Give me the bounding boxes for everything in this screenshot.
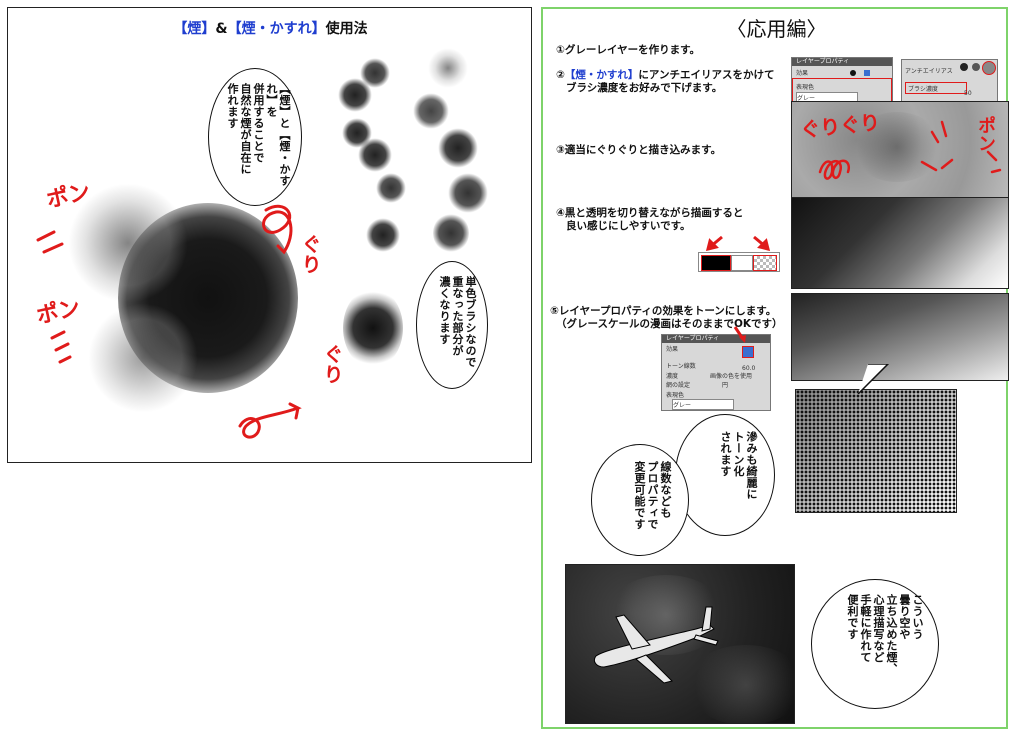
step5-line1: ⑤レイヤープロパティの効果をトーンにします。 — [550, 305, 777, 317]
bubble-tone-line3: されます — [719, 431, 732, 477]
speech-bubble-lines: 線数なども プロパティで 変更可能です — [591, 444, 689, 556]
black-smoke-gradient-image — [791, 197, 1009, 289]
left-panel: 【煙】&【煙・かすれ】使用法 【煙】と【煙・かすれ】を 併用することで 自然な煙… — [7, 7, 532, 463]
dialog1-title: レイヤープロパティ — [792, 58, 892, 66]
dialog3-label1: 効果 — [666, 346, 679, 353]
bubble-lines-line1: 線数なども — [659, 461, 672, 519]
smoke-puff-trail — [338, 48, 498, 258]
tone-property-dialog: レイヤープロパティ 効果 トーン線数 60.0 濃度 画像の色を使用 網の設定 … — [661, 334, 771, 411]
bubble-lines-line2: プロパティで — [646, 461, 659, 530]
cloud-scribble-image: ぐりぐり ポン — [791, 101, 1009, 199]
swatch-arrows — [705, 235, 771, 252]
tone-arrow — [733, 326, 746, 343]
bubble2-line2: 重なった部分が — [451, 276, 464, 357]
tone-effect-icon — [742, 346, 754, 358]
bubble-final-line1: こういう — [911, 594, 924, 640]
speech-bubble-tip-combine: 【煙】と【煙・かすれ】を 併用することで 自然な煙が自在に 作れます — [208, 68, 302, 206]
dialog3-label2: トーン線数 — [666, 363, 696, 370]
white-swatch — [731, 255, 753, 271]
step3-text: ③適当にぐりぐりと描き込みます。 — [556, 144, 722, 156]
dialog1-tone-icon — [864, 70, 870, 76]
bubble2-line1: 単色ブラシなので — [464, 276, 477, 368]
dialog3-value3: 画像の色を使用 — [710, 373, 753, 380]
title-rest: 使用法 — [325, 21, 368, 37]
transparent-swatch — [753, 255, 777, 271]
left-title: 【煙】&【煙・かすれ】使用法 — [8, 18, 533, 38]
airplane-icon — [593, 606, 719, 684]
bubble1-line4: 作れます — [226, 83, 239, 129]
title-amp: & — [215, 21, 228, 37]
step2-text: ②【煙・かすれ】にアンチエイリアスをかけて ブラシ濃度をお好みで下げます。 — [556, 69, 774, 95]
dialog3-label5: 表現色 — [666, 392, 685, 399]
antialias-strong-icon — [982, 61, 996, 75]
red-scribble-marks — [818, 120, 1002, 180]
step2-rest: にアンチエイリアスをかけて — [638, 69, 775, 81]
dialog3-value2: 60.0 — [742, 365, 756, 372]
bubble-final-line3: 立ち込めた煙、 — [885, 594, 898, 675]
step4-line1: ④黒と透明を切り替えながら描画すると — [556, 207, 744, 219]
smoke-before-tone-image — [791, 293, 1009, 381]
airplane-cloudy-sky-image — [565, 564, 795, 724]
sfx-guri-2: ぐり — [320, 344, 344, 384]
step2-keyword: 【煙・かすれ】 — [564, 69, 639, 81]
step4-line2: 良い感じにしやすいです。 — [566, 220, 691, 232]
step4-text: ④黒と透明を切り替えながら描画すると 良い感じにしやすいです。 — [556, 207, 743, 233]
antialias-none-icon — [960, 63, 968, 71]
bubble1-line3: 自然な煙が自在に — [239, 83, 252, 175]
step5-line2: （グレースケールの漫画はそのままでOKです） — [556, 318, 783, 330]
bubble1-line1: 【煙】と【煙・かすれ】を — [265, 83, 291, 187]
title-keyword-smoke-kasure: 【煙・かすれ】 — [227, 21, 326, 37]
step2-prefix: ② — [556, 69, 565, 81]
layer-property-dialog: レイヤープロパティ 効果 表現色 グレー — [791, 57, 893, 105]
bubble-final-line6: 便利です — [846, 594, 859, 640]
dialog3-label3: 濃度 — [666, 373, 679, 380]
step2-line2: ブラシ濃度をお好みで下げます。 — [566, 82, 723, 94]
bubble-tone-line2: トーン化 — [732, 431, 745, 477]
dialog1-radio-icon — [850, 70, 856, 76]
antialias-weak-icon — [972, 63, 980, 71]
title-keyword-smoke: 【煙】 — [173, 21, 216, 37]
step1-text: ①グレーレイヤーを作ります。 — [556, 44, 701, 56]
speech-bubble-single-color: 単色ブラシなので 重なった部分が 濃くなります — [416, 261, 488, 389]
halftone-result-image — [795, 389, 957, 513]
right-panel: 〈応用編〉 ①グレーレイヤーを作ります。 ②【煙・かすれ】にアンチエイリアスをか… — [541, 7, 1009, 729]
bubble-final-line2: 曇り空や — [898, 594, 911, 640]
sfx-pon-right: ポン — [975, 116, 996, 152]
bubble-lines-line3: 変更可能です — [633, 461, 646, 530]
dialog1-label1: 効果 — [796, 70, 809, 77]
speech-bubble-tone: 滲みも綺麗に トーン化 されます — [675, 414, 775, 536]
right-title: 〈応用編〉 — [726, 17, 827, 41]
red-motion-marks — [36, 204, 302, 439]
smoke-illustration-small — [343, 288, 403, 368]
bubble-tone-line1: 滲みも綺麗に — [745, 431, 758, 500]
callout-pointer — [858, 364, 890, 394]
dialog3-value4: 円 — [722, 382, 729, 389]
bubble1-line2: 併用することで — [252, 83, 265, 164]
brush-settings-dialog: アンチエイリアス ブラシ濃度 50 — [901, 59, 998, 103]
dialog2-label2: ブラシ濃度 — [908, 86, 938, 93]
dialog3-title: レイヤープロパティ — [662, 335, 770, 343]
dialog1-label2: 表現色 — [796, 84, 815, 91]
bubble-final-line5: 手軽に作れて — [859, 594, 872, 663]
sfx-guri-1: ぐり — [298, 234, 322, 274]
step5-text: ⑤レイヤープロパティの効果をトーンにします。 （グレースケールの漫画はそのままで… — [550, 305, 783, 331]
dialog3-label4: 網の設定 — [666, 382, 691, 389]
dialog2-value2: 50 — [964, 90, 972, 97]
black-swatch — [701, 255, 731, 271]
smoke-illustration-large — [68, 183, 323, 423]
color-switch-swatches — [698, 252, 780, 272]
speech-bubble-final: こういう 曇り空や 立ち込めた煙、 心理描写など 手軽に作れて 便利です — [811, 579, 939, 709]
dialog2-label1: アンチエイリアス — [905, 68, 953, 75]
bubble-final-line4: 心理描写など — [872, 594, 885, 663]
bubble2-line3: 濃くなります — [438, 276, 451, 345]
dialog3-value5: グレー — [672, 399, 734, 410]
